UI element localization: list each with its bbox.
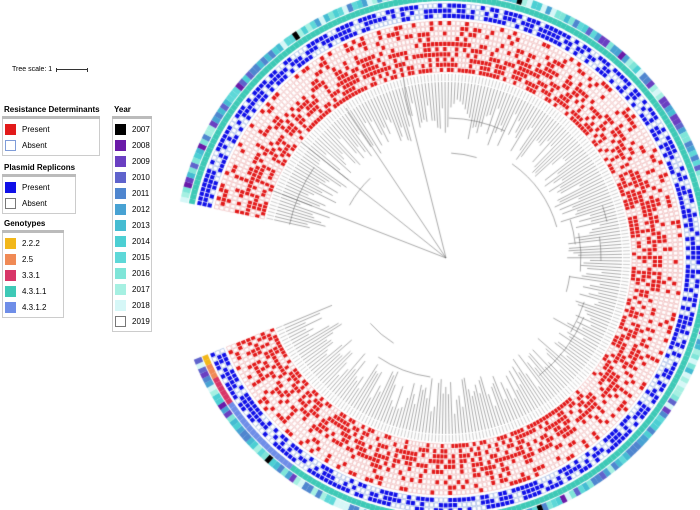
legend-swatch (5, 237, 16, 249)
legend-item: 2015 (113, 249, 151, 265)
legend-swatch (115, 155, 126, 167)
legend-label: 2.2.2 (22, 238, 40, 248)
legend-swatch (5, 285, 16, 297)
legend-item: Present (3, 179, 75, 195)
legend-label: 4.3.1.2 (22, 302, 47, 312)
legend-label: 2014 (132, 236, 150, 246)
legend-title: Plasmid Replicons (2, 162, 76, 177)
legend-label: 3.3.1 (22, 270, 40, 280)
legend-swatch (115, 123, 126, 135)
legend-item: Present (3, 121, 99, 137)
legend-item: 2010 (113, 169, 151, 185)
legend-label: 2008 (132, 140, 150, 150)
tree-scale-bar (56, 67, 89, 72)
legend-label: Absent (22, 198, 47, 208)
legend-swatch (115, 315, 126, 327)
legend-item: 4.3.1.1 (3, 283, 63, 299)
legend-swatch (115, 219, 126, 231)
legend-item: 2017 (113, 281, 151, 297)
legend-label: 2016 (132, 268, 150, 278)
legend-swatch (5, 301, 16, 313)
legend-item: 2012 (113, 201, 151, 217)
legend-swatch (115, 299, 126, 311)
legend-label: 2.5 (22, 254, 34, 264)
legend-item: 2008 (113, 137, 151, 153)
tree-scale: Tree scale: 1 (12, 66, 89, 73)
legend-item: 2.5 (3, 251, 63, 267)
legend-swatch (115, 203, 126, 215)
legend-item: Absent (3, 195, 75, 211)
legend-label: 2013 (132, 220, 150, 230)
legend-label: 2017 (132, 284, 150, 294)
legend-item: 2.2.2 (3, 235, 63, 251)
legend-label: 4.3.1.1 (22, 286, 47, 296)
legend-swatch (115, 267, 126, 279)
legend-swatch (115, 187, 126, 199)
legend-swatch (115, 251, 126, 263)
legend-item: 2018 (113, 297, 151, 313)
legend-label: 2015 (132, 252, 150, 262)
legend-swatch (5, 197, 16, 209)
legend-item: 2014 (113, 233, 151, 249)
legend-label: 2019 (132, 316, 150, 326)
legend-swatch (115, 171, 126, 183)
legend-genotypes: Genotypes 2.2.2 2.5 3.3.1 4.3.1.1 4.3.1.2 (2, 218, 64, 318)
legend-swatch (5, 123, 16, 135)
legend-item: 2013 (113, 217, 151, 233)
legend-swatch (115, 283, 126, 295)
legend-label: Absent (22, 140, 47, 150)
legend-item: 4.3.1.2 (3, 299, 63, 315)
legend-title: Genotypes (2, 218, 64, 233)
legend-label: 2011 (132, 188, 150, 198)
legend-title: Year (112, 104, 152, 119)
legend-swatch (115, 139, 126, 151)
tree-scale-label: Tree scale: 1 (12, 66, 53, 73)
legend-swatch (5, 139, 16, 151)
legend-item: 2019 (113, 313, 151, 329)
legend-swatch (115, 235, 126, 247)
legend-item: 2011 (113, 185, 151, 201)
legend-label: Present (22, 182, 50, 192)
legend-label: 2007 (132, 124, 150, 134)
legend-swatch (5, 269, 16, 281)
legend-label: Present (22, 124, 50, 134)
legend-item: 2016 (113, 265, 151, 281)
legend-item: 2009 (113, 153, 151, 169)
legend-label: 2009 (132, 156, 150, 166)
legend-label: 2018 (132, 300, 150, 310)
legend-label: 2010 (132, 172, 150, 182)
legend-title: Resistance Determinants (2, 104, 100, 119)
legend-item: 3.3.1 (3, 267, 63, 283)
legend-swatch (5, 181, 16, 193)
legend-item: 2007 (113, 121, 151, 137)
legend-year: Year 2007 2008 2009 2010 2011 2012 2013 2014 201… (112, 104, 152, 332)
legend-label: 2012 (132, 204, 150, 214)
legend-swatch (5, 253, 16, 265)
legend-item: Absent (3, 137, 99, 153)
